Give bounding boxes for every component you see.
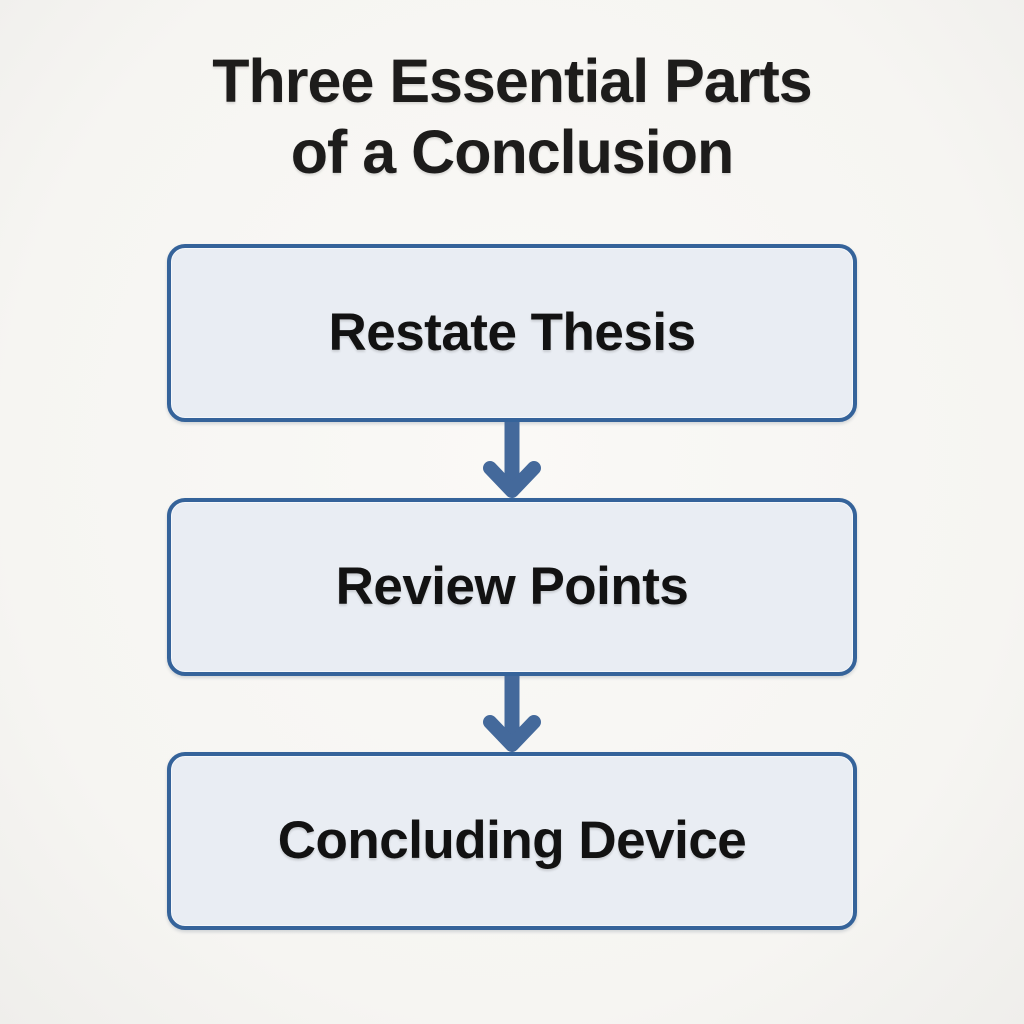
flowchart: Restate Thesis Review Points Concluding … <box>167 243 857 930</box>
page-title-line1: Three Essential Parts <box>212 47 812 115</box>
down-arrow-icon <box>483 675 541 752</box>
flow-box-label: Review Points <box>335 557 689 616</box>
down-arrow-icon <box>483 421 541 498</box>
page-title-line2: of a Conclusion <box>290 117 734 186</box>
flow-box-concluding-device: Concluding Device <box>167 751 857 930</box>
flow-box-label: Concluding Device <box>277 811 747 870</box>
flow-box-review-points: Review Points <box>167 497 857 676</box>
flow-box-restate-thesis: Restate Thesis <box>167 243 857 422</box>
flow-box-label: Restate Thesis <box>328 303 696 362</box>
